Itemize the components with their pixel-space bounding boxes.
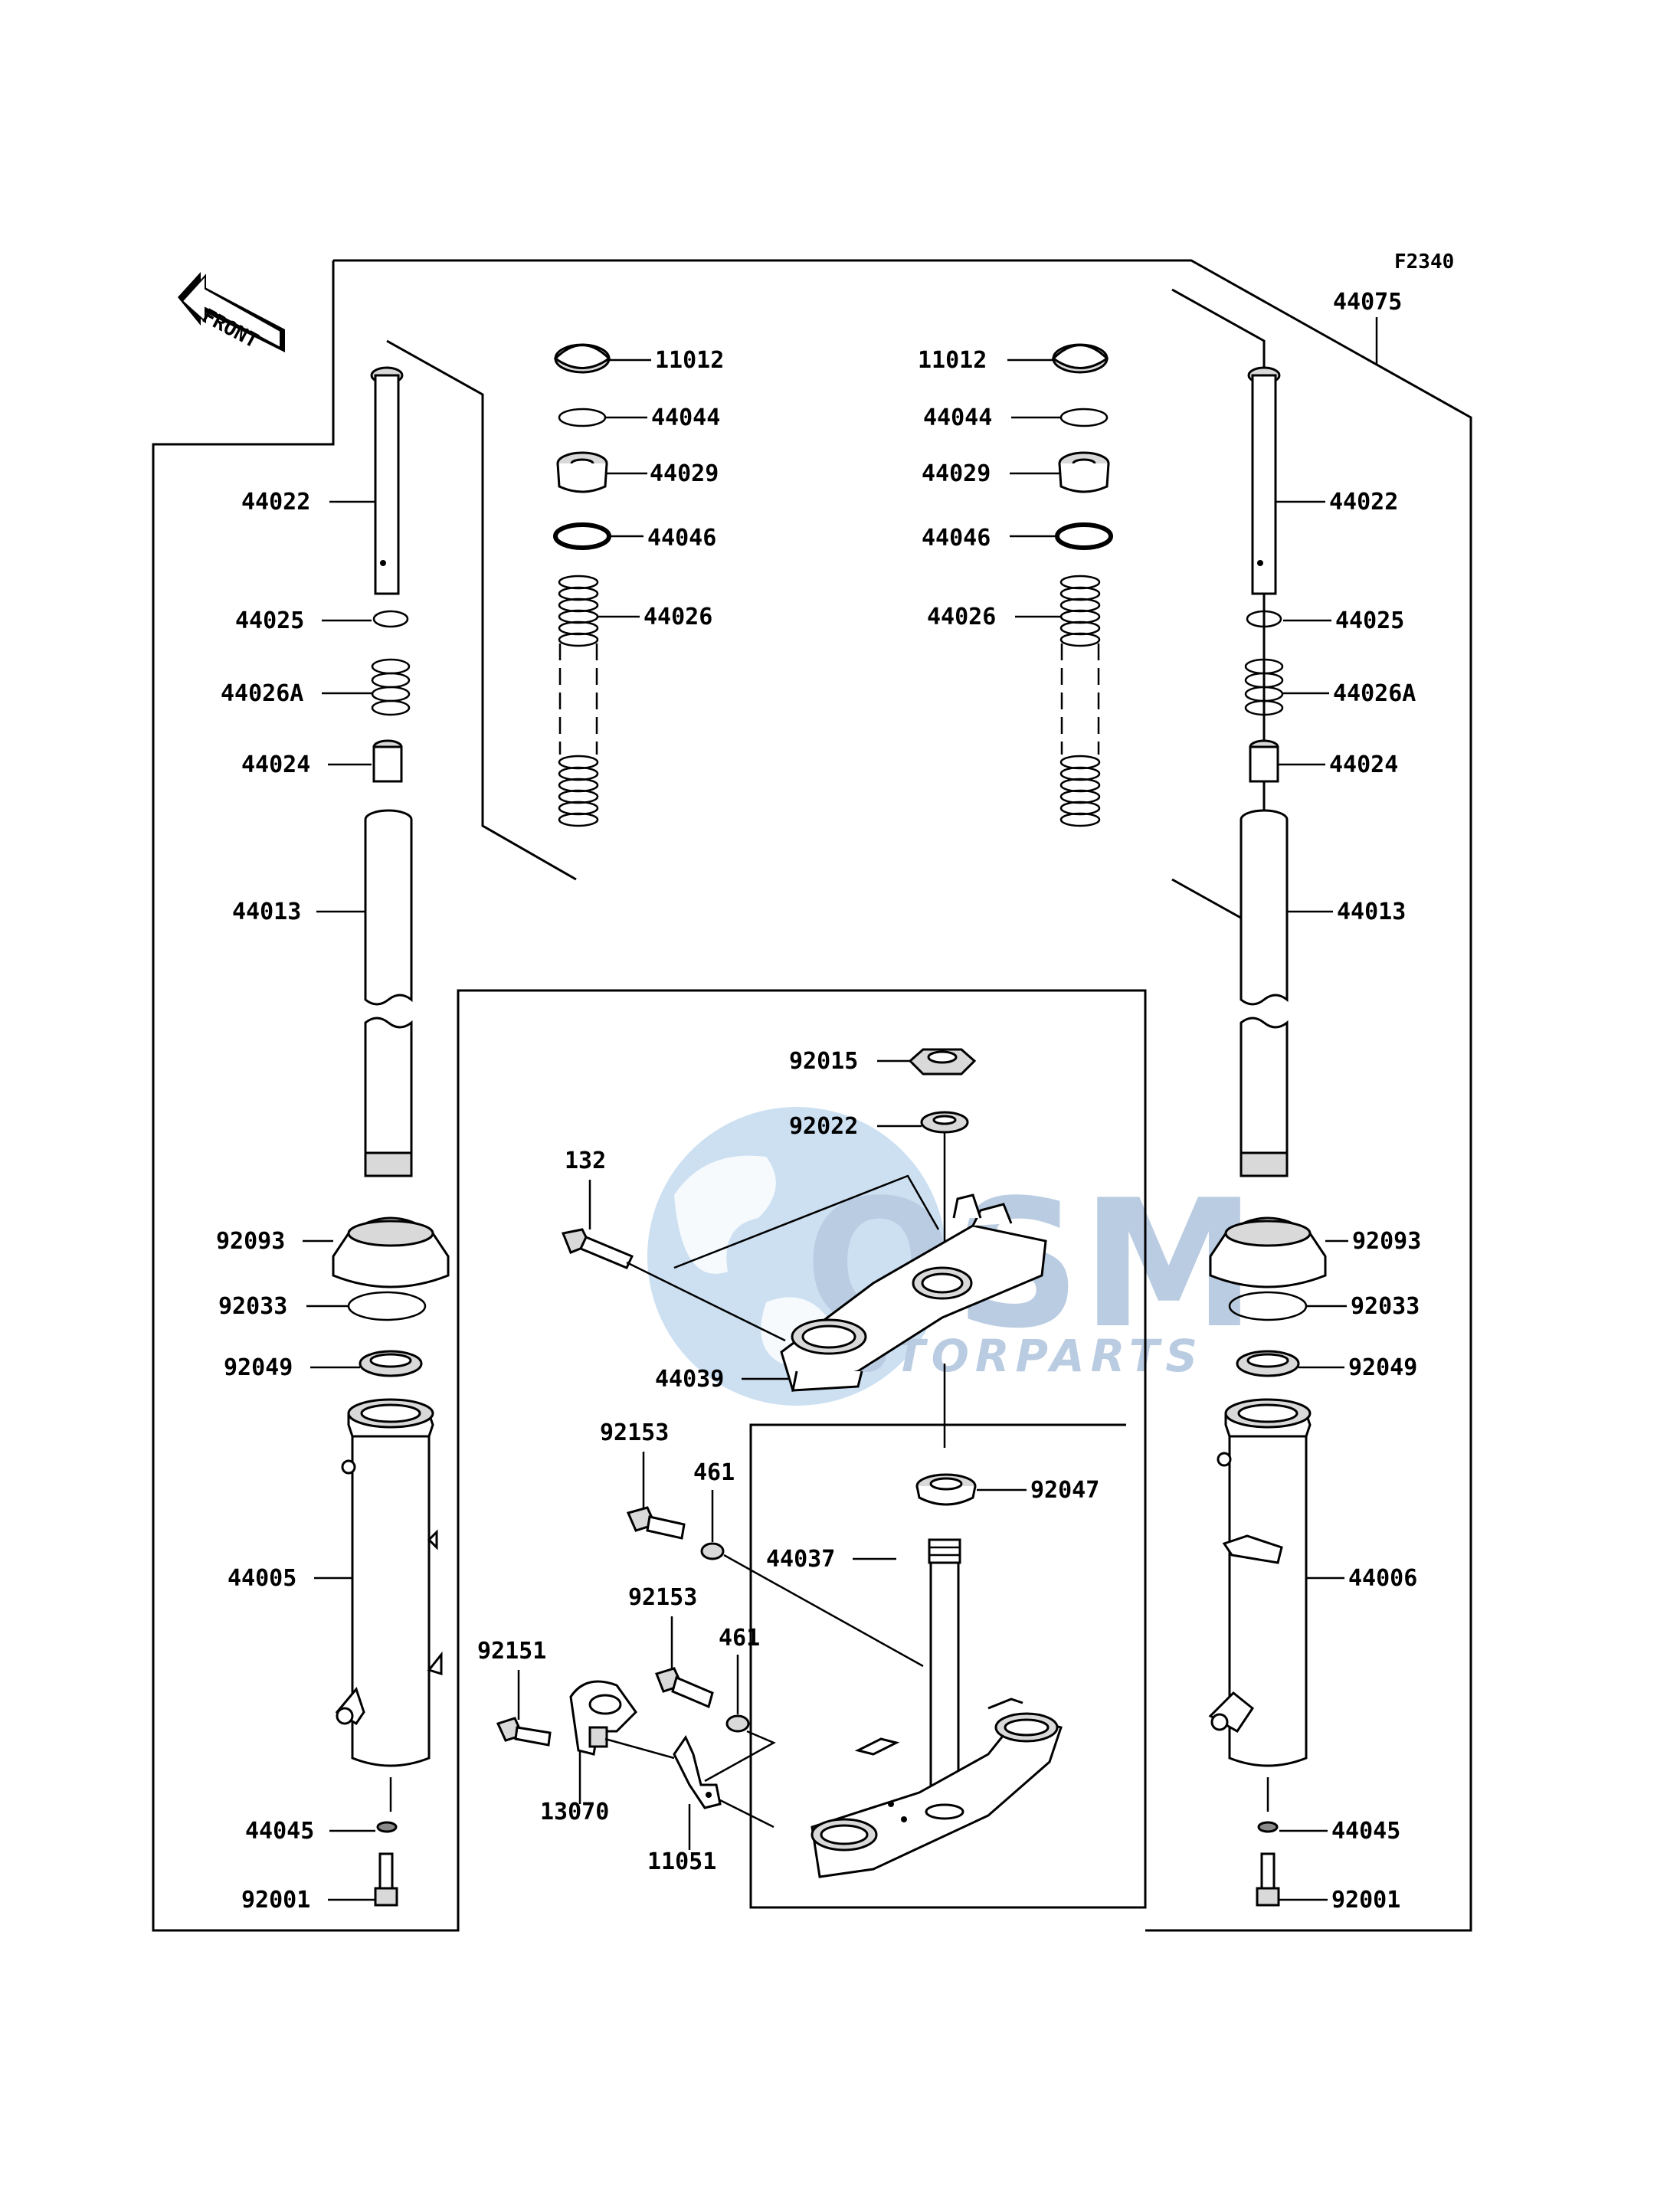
right-outer-tube-44006 <box>1208 1398 1312 1767</box>
right-spring-44026A <box>1244 658 1284 716</box>
right-o-ring-44046 <box>1055 522 1113 550</box>
left-spring-bracket <box>386 339 577 881</box>
label-left-92049: 92049 <box>224 1354 293 1381</box>
label-right-92093: 92093 <box>1352 1228 1421 1255</box>
label-92047: 92047 <box>1030 1477 1099 1504</box>
left-fork-spring-44026 <box>558 575 599 827</box>
right-fork-spring-44026 <box>1059 575 1101 827</box>
bolt-92151 <box>496 1717 552 1747</box>
label-92153-lower: 92153 <box>628 1584 697 1611</box>
label-44075: 44075 <box>1333 289 1402 316</box>
label-right-44045: 44045 <box>1331 1818 1400 1845</box>
stem-bracket-44037 <box>811 1538 1063 1878</box>
label-right-44013: 44013 <box>1337 899 1406 925</box>
left-dust-seal-92093 <box>332 1216 450 1288</box>
label-left-44045: 44045 <box>245 1818 314 1845</box>
bracket-13070 <box>569 1680 637 1756</box>
right-snap-ring-44025 <box>1246 610 1282 628</box>
right-inner-tube-44013 <box>1240 809 1289 1177</box>
label-92015: 92015 <box>789 1048 858 1075</box>
left-inner-tube-44013 <box>364 809 413 1177</box>
left-clip-92033 <box>347 1291 427 1321</box>
label-right-44029: 44029 <box>922 460 991 487</box>
label-right-44026A: 44026A <box>1333 680 1416 707</box>
right-collar-44024 <box>1249 739 1279 783</box>
label-left-44005: 44005 <box>228 1565 296 1592</box>
label-13070: 13070 <box>540 1799 609 1825</box>
right-bolt-92001 <box>1256 1852 1280 1907</box>
top-outline <box>333 259 1472 1932</box>
label-right-44026: 44026 <box>927 604 996 630</box>
label-132: 132 <box>565 1148 606 1174</box>
label-right-44025: 44025 <box>1335 607 1404 634</box>
figure-code: F2340 <box>1394 250 1454 273</box>
washer-461-lower <box>725 1714 750 1733</box>
label-461-upper: 461 <box>693 1459 735 1486</box>
label-left-44022: 44022 <box>241 489 310 516</box>
label-left-44029: 44029 <box>650 460 719 487</box>
left-fork-outline <box>152 260 1147 1932</box>
right-spring-bracket <box>1171 288 1266 933</box>
left-snap-ring-44025 <box>372 610 409 628</box>
left-o-ring-44046 <box>553 522 611 550</box>
washer-461-upper <box>700 1542 725 1560</box>
label-left-44013: 44013 <box>232 899 301 925</box>
label-left-44024: 44024 <box>241 751 310 778</box>
right-ring-44044 <box>1059 408 1109 427</box>
left-spring-44026A <box>371 658 411 716</box>
label-right-44024: 44024 <box>1329 751 1398 778</box>
label-44039: 44039 <box>655 1366 724 1393</box>
upper-bracket-44039 <box>780 1193 1047 1392</box>
label-right-44006: 44006 <box>1348 1565 1417 1592</box>
label-right-92001: 92001 <box>1331 1887 1400 1914</box>
right-cap-11012 <box>1051 343 1109 374</box>
label-92153-upper: 92153 <box>600 1419 669 1446</box>
label-left-44026A: 44026A <box>221 680 303 707</box>
plate-11051 <box>673 1734 722 1809</box>
left-ring-44044 <box>558 408 607 427</box>
right-washer-44045 <box>1257 1821 1279 1833</box>
label-left-92093: 92093 <box>216 1228 285 1255</box>
label-left-11012: 11012 <box>655 347 724 374</box>
label-left-92001: 92001 <box>241 1887 310 1914</box>
left-collar-44024 <box>372 739 403 783</box>
left-oil-seal-92049 <box>359 1350 423 1377</box>
left-outer-tube-44005 <box>335 1398 443 1767</box>
label-11051: 11051 <box>647 1848 716 1875</box>
label-right-92033: 92033 <box>1351 1293 1420 1320</box>
label-right-92049: 92049 <box>1348 1354 1417 1381</box>
right-oil-seal-92049 <box>1236 1350 1300 1377</box>
left-spacer-44029 <box>556 451 608 493</box>
stem-washer-92022 <box>920 1111 969 1134</box>
label-right-44022: 44022 <box>1329 489 1398 516</box>
bearing-92047 <box>915 1473 977 1506</box>
left-washer-44045 <box>376 1821 398 1833</box>
label-44037: 44037 <box>766 1546 835 1573</box>
label-left-44044: 44044 <box>651 404 720 431</box>
label-right-44046: 44046 <box>922 525 991 552</box>
label-92151: 92151 <box>477 1638 546 1665</box>
left-damper-rod-44022 <box>370 366 404 595</box>
label-right-44044: 44044 <box>923 404 992 431</box>
label-92022: 92022 <box>789 1113 858 1140</box>
stem-nut-92015 <box>908 1048 977 1076</box>
label-left-44026: 44026 <box>644 604 712 630</box>
left-cap-11012 <box>553 343 611 374</box>
right-spacer-44029 <box>1058 451 1110 493</box>
label-461-lower: 461 <box>719 1625 760 1652</box>
right-damper-rod-44022 <box>1247 366 1281 595</box>
bolt-132 <box>561 1228 634 1269</box>
left-bolt-92001 <box>374 1852 398 1907</box>
label-left-44046: 44046 <box>647 525 716 552</box>
label-left-44025: 44025 <box>235 607 304 634</box>
label-left-92033: 92033 <box>218 1293 287 1320</box>
label-right-11012: 11012 <box>918 347 987 374</box>
bolt-92153-lower <box>655 1667 714 1709</box>
right-dust-seal-92093 <box>1209 1216 1327 1288</box>
front-arrow-icon: FRONT <box>178 272 285 353</box>
bolt-92153-upper <box>626 1506 686 1540</box>
